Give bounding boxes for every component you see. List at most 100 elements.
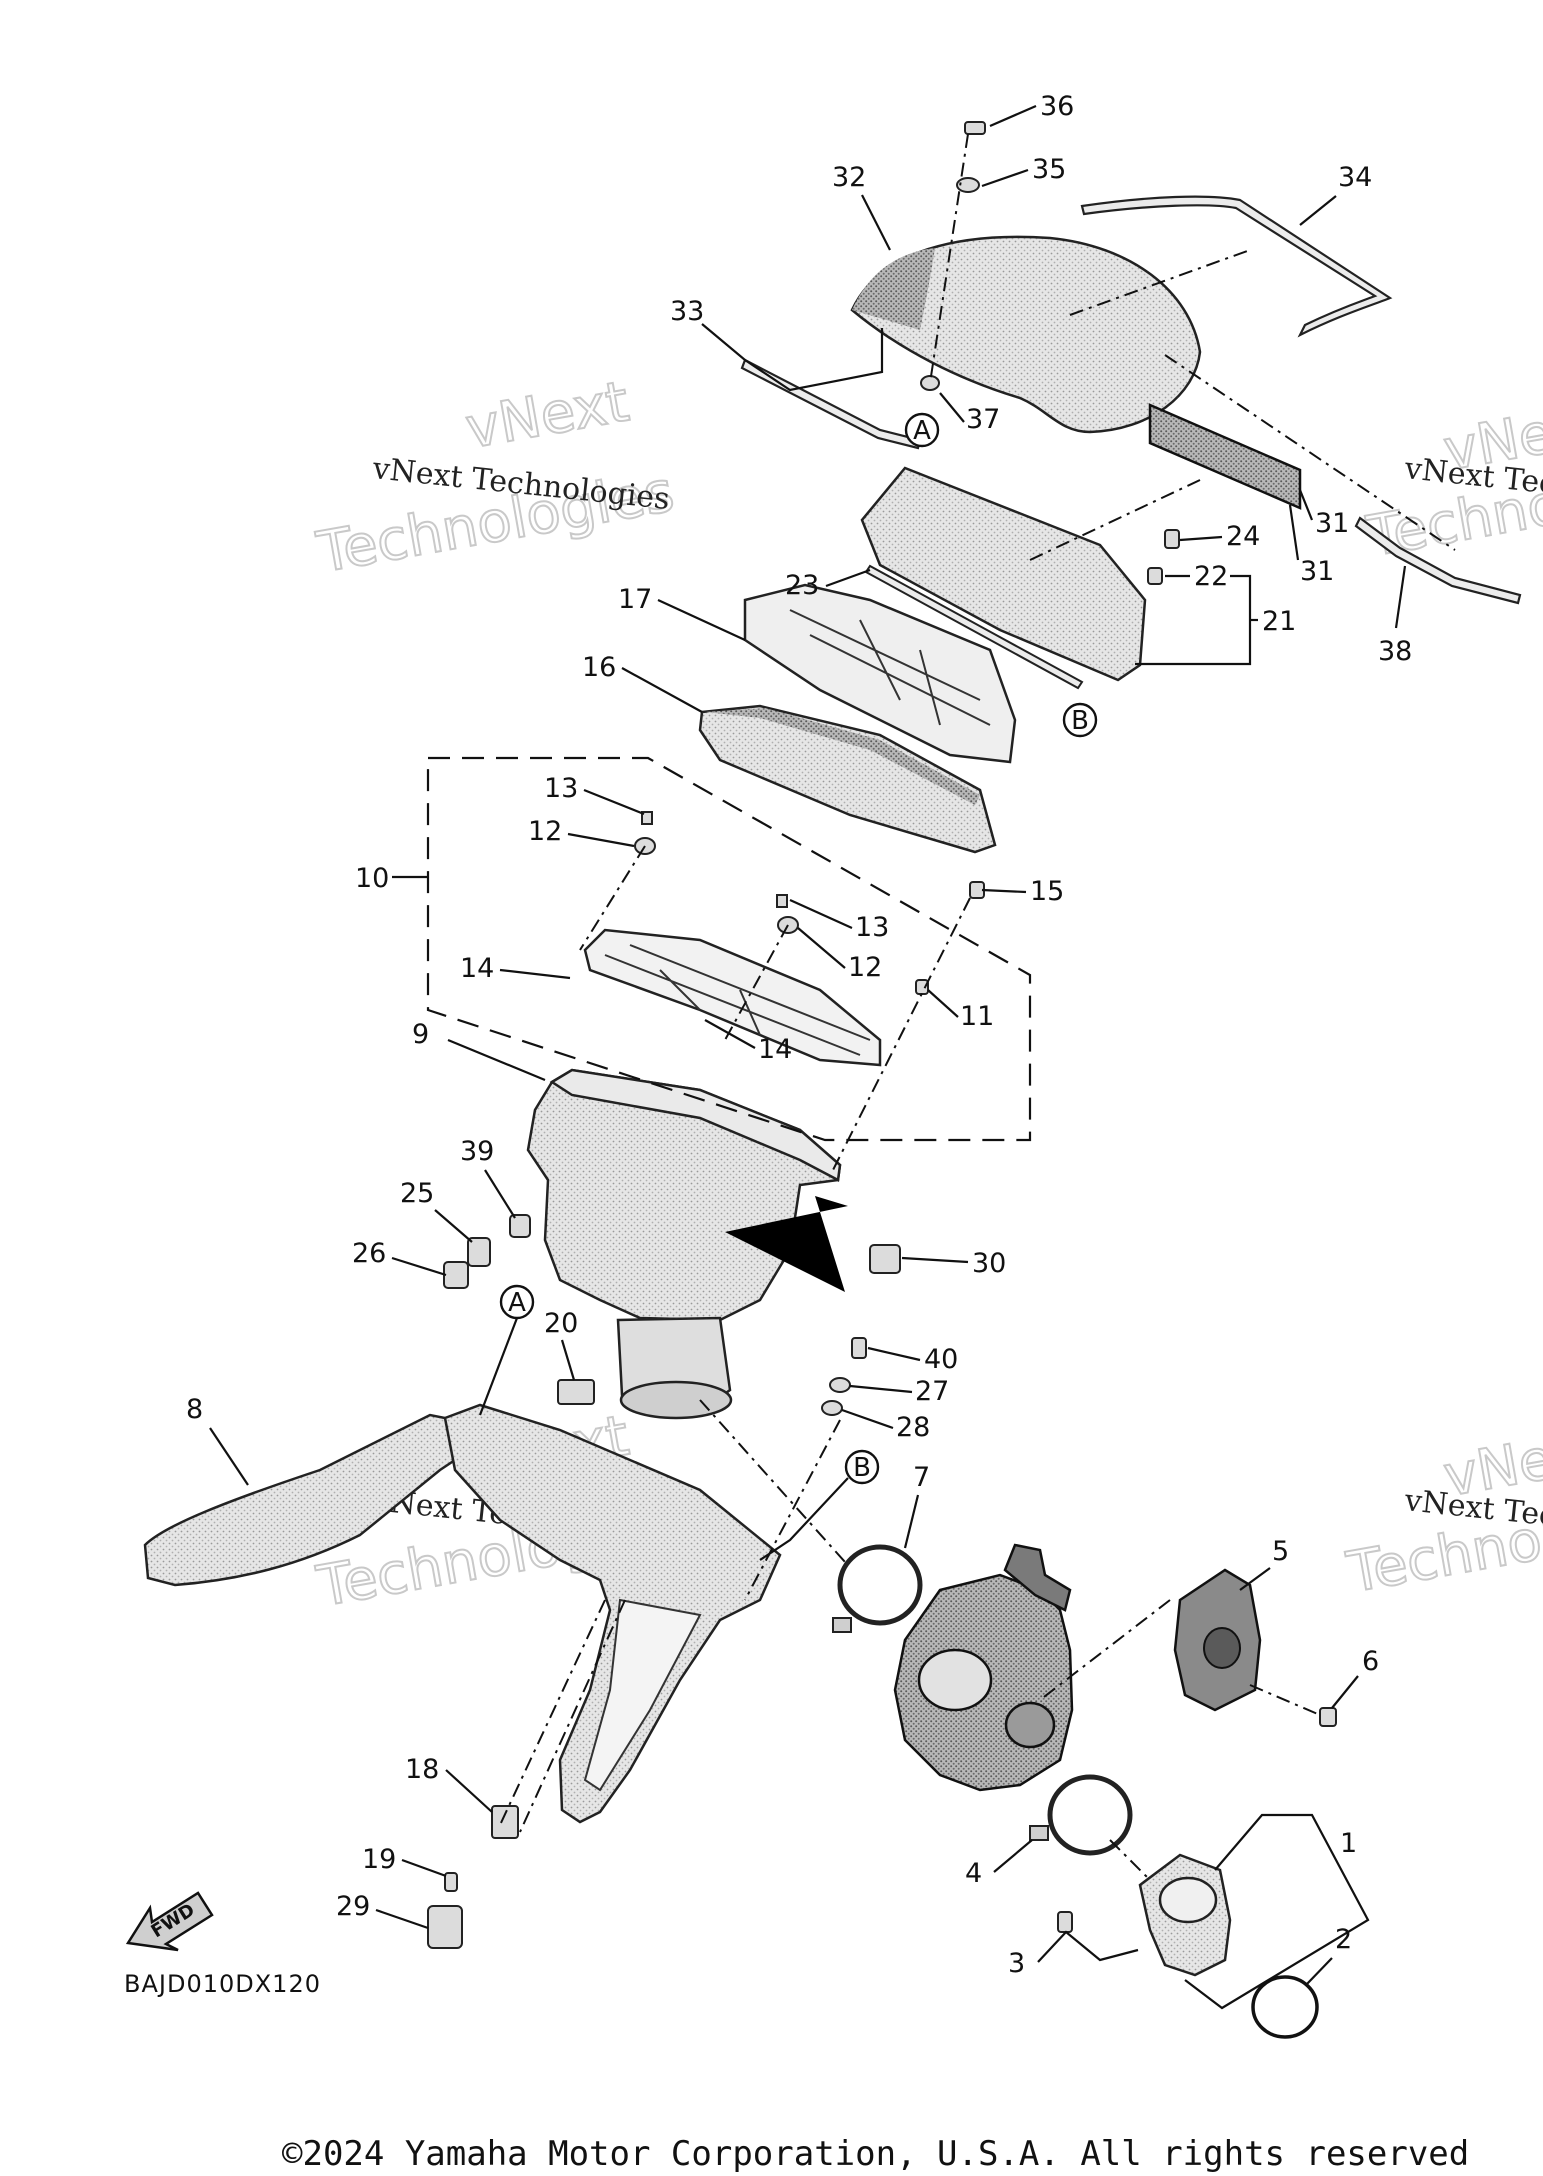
screw-axis-12b [724, 924, 789, 1041]
svg-text:30: 30 [972, 1248, 1006, 1279]
svg-text:14: 14 [460, 953, 494, 984]
svg-text:15: 15 [1030, 876, 1064, 907]
callout-13: 13 [544, 773, 645, 816]
callout-38: 38 [1378, 565, 1412, 667]
svg-text:38: 38 [1378, 636, 1412, 667]
callouts: 36 35 34 32 33 37 31 31 24 22 21 38 23 1… [186, 91, 1412, 2010]
svg-text:1: 1 [1340, 1828, 1357, 1859]
svg-text:9: 9 [412, 1019, 429, 1050]
svg-text:17: 17 [618, 584, 652, 615]
collar-axis-18b [519, 1599, 626, 1833]
callout-7: 7 [903, 1462, 930, 1549]
callout-40: 40 [867, 1344, 958, 1375]
assembly-bracket-10 [426, 756, 1032, 1142]
svg-text:8: 8 [186, 1394, 203, 1425]
callout-10: 10 [355, 863, 428, 894]
svg-text:39: 39 [460, 1136, 494, 1167]
callout-2: 2 [1305, 1924, 1352, 1986]
svg-text:24: 24 [1226, 521, 1260, 552]
callout-24: 24 [1179, 521, 1260, 552]
reference-mark-a-lower: A [478, 1284, 535, 1416]
svg-text:A: A [913, 416, 931, 446]
callout-26: 26 [352, 1238, 447, 1277]
svg-text:18: 18 [405, 1754, 439, 1785]
svg-text:11: 11 [960, 1001, 994, 1032]
svg-text:2: 2 [1335, 1924, 1352, 1955]
svg-text:31: 31 [1300, 556, 1334, 587]
cover-to-bracket-axis [1164, 354, 1456, 551]
callout-21: 21 [1135, 574, 1296, 666]
callout-37: 37 [939, 392, 1000, 435]
actuator-axis [1039, 1599, 1171, 1701]
svg-text:A: A [508, 1288, 526, 1318]
callout-29: 29 [336, 1891, 429, 1930]
svg-text:4: 4 [965, 1858, 982, 1889]
svg-text:21: 21 [1262, 606, 1296, 637]
svg-text:34: 34 [1338, 162, 1372, 193]
callout-3: 3 [1008, 1930, 1139, 1979]
callout-30: 30 [901, 1248, 1006, 1279]
svg-text:40: 40 [924, 1344, 958, 1375]
intake-joint-bore [1158, 1876, 1218, 1924]
throttle-bore [917, 1648, 993, 1712]
callout-31: 31 [1298, 489, 1349, 539]
svg-text:13: 13 [855, 912, 889, 943]
actuator-center [1203, 1627, 1241, 1669]
part-illustrations [143, 121, 1522, 2039]
svg-text:B: B [1071, 706, 1089, 736]
callout-17: 17 [618, 584, 746, 641]
fastener-axis-36 [929, 133, 969, 384]
copyright-notice: ©2024 Yamaha Motor Corporation, U.S.A. A… [282, 2134, 1470, 2174]
svg-text:20: 20 [544, 1308, 578, 1339]
fwd-arrow: FWD [125, 1891, 214, 1952]
callout-18: 18 [405, 1754, 493, 1813]
o-ring-part [1251, 1975, 1319, 2039]
callout-20: 20 [544, 1308, 578, 1381]
filter-plate-mesh [604, 944, 871, 1056]
callout-23: 23 [785, 568, 871, 601]
callout-33: 33 [670, 296, 884, 392]
fwd-arrow-icon [125, 1891, 214, 1952]
callout-11: 11 [927, 989, 994, 1032]
callout-35: 35 [981, 154, 1066, 188]
clamp-upper-part [837, 1544, 923, 1626]
collar-axis-18 [499, 1599, 606, 1826]
callout-14: 14 [460, 953, 571, 984]
callout-6: 6 [1331, 1646, 1379, 1709]
trim-strip-part [740, 358, 922, 450]
guide-lines [426, 133, 1456, 1881]
svg-text:36: 36 [1040, 91, 1074, 122]
svg-text:22: 22 [1194, 561, 1228, 592]
svg-text:37: 37 [966, 404, 1000, 435]
callout-25: 25 [400, 1178, 473, 1243]
callout-19: 19 [362, 1844, 447, 1878]
svg-text:10: 10 [355, 863, 389, 894]
svg-text:28: 28 [896, 1412, 930, 1443]
callout-32: 32 [832, 162, 891, 251]
svg-text:25: 25 [400, 1178, 434, 1209]
box-to-clamp-axis [699, 1399, 846, 1563]
callout-22: 22 [1165, 561, 1228, 592]
callout-28: 28 [841, 1408, 930, 1443]
callout-12: 12 [528, 816, 635, 848]
diagram-code: BAJD010DX120 [124, 1970, 321, 1998]
svg-text:13: 13 [544, 773, 578, 804]
callout-8: 8 [186, 1394, 249, 1486]
clamp-lower-screw [1029, 1825, 1049, 1841]
svg-text:3: 3 [1008, 1948, 1025, 1979]
reference-mark-a-top: A [904, 412, 940, 448]
foam-block-part [1148, 403, 1302, 510]
svg-text:19: 19 [362, 1844, 396, 1875]
callout-27: 27 [849, 1376, 949, 1407]
guide-to-foam-axis [1029, 479, 1201, 561]
reference-mark-b-lower: B [759, 1449, 880, 1561]
watermark-outline-top: vNext [461, 369, 633, 461]
callout-12b: 12 [797, 927, 882, 983]
callout-39: 39 [460, 1136, 516, 1219]
reference-marks: A B A B [478, 412, 1098, 1561]
clamp-lower-part [1047, 1774, 1133, 1856]
svg-text:35: 35 [1032, 154, 1066, 185]
small-fasteners [427, 121, 1337, 1949]
bracket-part [1354, 516, 1522, 605]
